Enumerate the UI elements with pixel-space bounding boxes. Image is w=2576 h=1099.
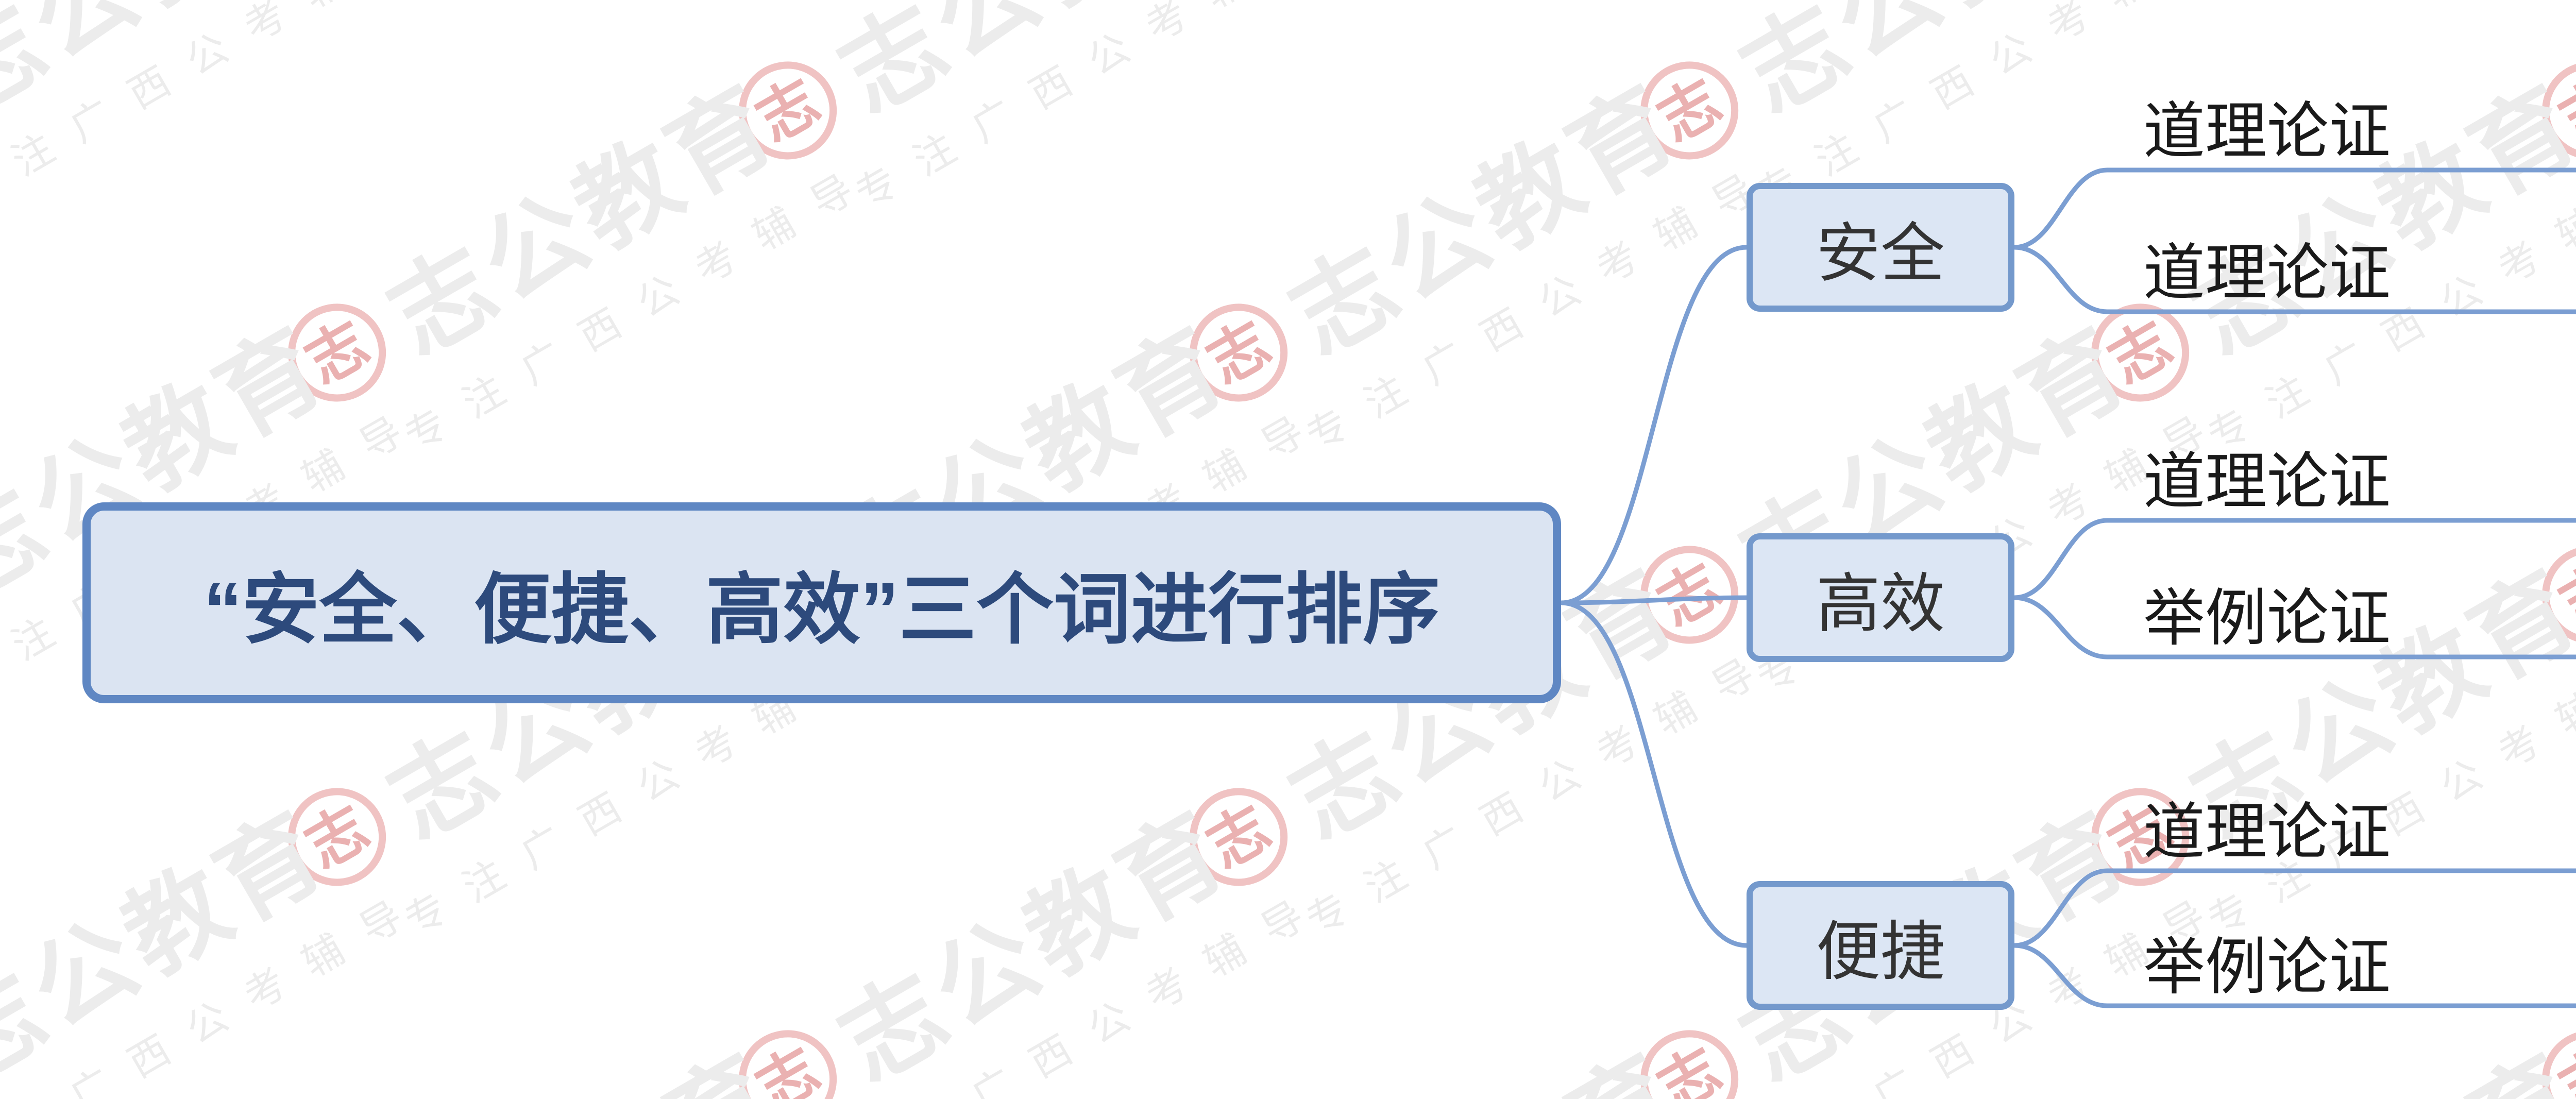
root-topic-node: “安全、便捷、高效”三个词进行排序: [82, 502, 1561, 703]
leaf-tag-node: 举例论证: [2143, 933, 2391, 1002]
leaf-tag-node: 道理论证: [2143, 447, 2391, 516]
root-topic-label: “安全、便捷、高效”三个词进行排序: [203, 566, 1440, 653]
connector-root-to-branch-3: [1558, 600, 1749, 948]
branch-label-efficiency: 高效: [1816, 568, 1945, 640]
connector-branch1-leaf1: [2012, 167, 2576, 250]
branch-node-efficiency: 高效: [1747, 533, 2014, 662]
leaf-tag-node: 举例论证: [2143, 584, 2391, 653]
leaf-tag-node: 道理论证: [2143, 97, 2391, 166]
leaf-tag-node: 道理论证: [2143, 798, 2391, 867]
connector-root-to-branch-2: [1558, 595, 1749, 605]
connector-branch2-leaf1: [2012, 518, 2576, 600]
connector-root-to-branch-1: [1558, 245, 1749, 605]
connector-branch3-leaf2: [2012, 943, 2576, 1008]
branch-node-convenience: 便捷: [1747, 881, 2014, 1010]
branch-label-safety: 安全: [1816, 217, 1945, 290]
connector-branch2-leaf2: [2012, 595, 2576, 660]
branch-label-convenience: 便捷: [1816, 916, 1945, 988]
connector-branch1-leaf2: [2012, 245, 2576, 314]
branch-node-safety: 安全: [1747, 183, 2014, 312]
connector-branch3-leaf1: [2012, 868, 2576, 948]
leaf-tag-node: 道理论证: [2143, 239, 2391, 308]
